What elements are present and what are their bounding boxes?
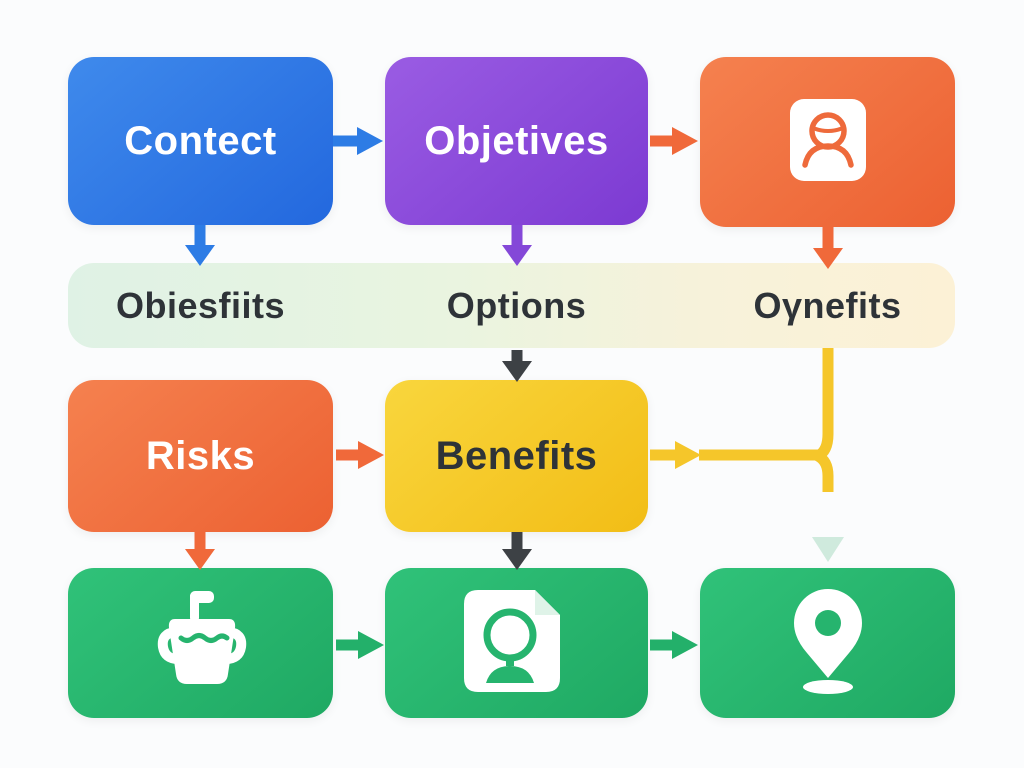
banner-item-3: Oγnefits bbox=[753, 284, 902, 326]
banner-item-2: Options bbox=[446, 284, 587, 326]
arrow-banner-drop-line bbox=[812, 348, 844, 562]
arrow-outcome1-to-outcome2 bbox=[336, 631, 384, 659]
arrow-options-to-benefits bbox=[502, 350, 532, 382]
node-person bbox=[700, 57, 955, 227]
node-objectives: Objetives bbox=[385, 57, 648, 225]
node-objectives-label: Objetives bbox=[424, 119, 609, 163]
node-outcome-2 bbox=[385, 568, 648, 718]
arrow-contact-to-objectives bbox=[333, 127, 383, 155]
arrow-contact-down bbox=[185, 225, 215, 266]
arrow-objectives-to-person bbox=[650, 127, 698, 155]
arrow-outcome2-to-outcome3 bbox=[650, 631, 698, 659]
node-risks-label: Risks bbox=[145, 434, 256, 478]
node-contact-label: Contect bbox=[124, 119, 277, 163]
node-outcome-3 bbox=[700, 568, 955, 718]
arrow-objectives-down bbox=[502, 225, 532, 266]
node-benefits-label: Benefits bbox=[435, 434, 598, 478]
person-icon bbox=[789, 98, 867, 187]
node-contact: Contect bbox=[68, 57, 333, 225]
node-benefits: Benefits bbox=[385, 380, 648, 532]
drink-cup-icon bbox=[145, 587, 257, 700]
arrow-risks-to-benefits bbox=[336, 441, 384, 469]
document-person-icon bbox=[461, 588, 573, 699]
arrow-benefits-down bbox=[502, 532, 532, 570]
banner-strip: Obiesfiits Options Oγnefits bbox=[68, 263, 955, 348]
node-outcome-1 bbox=[68, 568, 333, 718]
arrow-benefits-merge-right bbox=[650, 441, 821, 469]
arrow-risks-down bbox=[185, 532, 215, 570]
banner-item-1: Obiesfiits bbox=[115, 284, 286, 326]
location-pin-icon bbox=[772, 583, 884, 704]
node-risks: Risks bbox=[68, 380, 333, 532]
